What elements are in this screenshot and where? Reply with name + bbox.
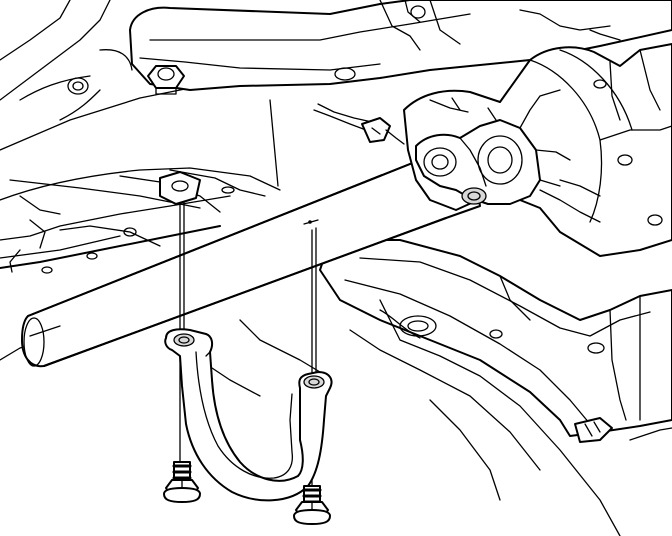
floor-pan — [0, 0, 301, 274]
frame-crossmember — [319, 239, 672, 443]
wiring-harness — [313, 103, 405, 145]
mounting-bolt-right[interactable] — [293, 485, 331, 525]
driveshaft-tube — [21, 145, 481, 368]
differential-housing — [403, 43, 672, 257]
cross-rail-upper — [129, 0, 672, 95]
mounting-bolt-left[interactable] — [163, 461, 201, 503]
lower-floor — [0, 299, 672, 536]
floor-bracket — [159, 171, 201, 205]
u-bracket-clamp[interactable] — [164, 328, 333, 502]
